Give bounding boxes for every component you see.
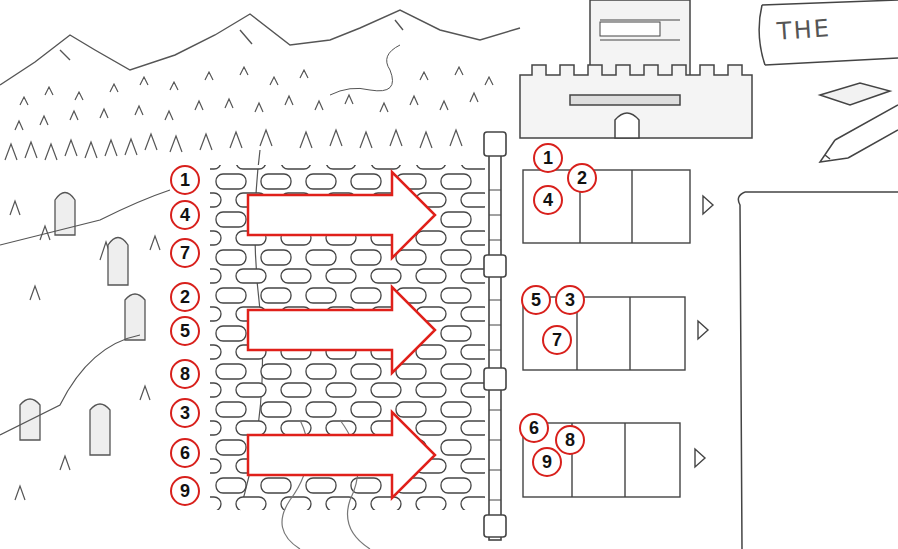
callout-number: 8 [565, 431, 575, 449]
number-circle: 7 [170, 238, 200, 268]
banner-title: THE [776, 14, 832, 46]
pencil [820, 83, 898, 162]
callout-number: 4 [543, 191, 553, 209]
number-circle: 4 [533, 185, 563, 215]
stone-path [210, 165, 485, 510]
callout-number: 2 [577, 169, 587, 187]
callout-number: 2 [180, 288, 190, 306]
callout-number: 3 [565, 291, 575, 309]
number-circle: 7 [542, 325, 572, 355]
number-circle: 8 [555, 425, 585, 455]
number-circle: 8 [170, 359, 200, 389]
number-circle: 2 [170, 282, 200, 312]
callout-number: 3 [180, 404, 190, 422]
mountains [0, 10, 520, 95]
path-arrows [248, 172, 435, 498]
callout-number: 5 [180, 322, 190, 340]
answer-grid [523, 170, 713, 497]
castle-wall [484, 132, 506, 540]
banner-text: THE [776, 14, 832, 46]
scroll-paper [738, 192, 898, 549]
number-circle: 2 [567, 163, 597, 193]
callout-number: 9 [180, 482, 190, 500]
number-circle: 1 [533, 143, 563, 173]
number-circle: 5 [170, 316, 200, 346]
callout-number: 1 [180, 171, 190, 189]
number-circle: 3 [170, 398, 200, 428]
callout-number: 9 [542, 453, 552, 471]
number-circle: 6 [170, 438, 200, 468]
banner-flag [759, 0, 898, 65]
castle [520, 0, 752, 138]
callout-number: 1 [543, 149, 553, 167]
number-circle: 4 [170, 200, 200, 230]
callout-number: 6 [529, 419, 539, 437]
number-circle: 1 [170, 165, 200, 195]
number-circle: 6 [519, 413, 549, 443]
number-circle: 5 [521, 285, 551, 315]
callout-number: 5 [531, 291, 541, 309]
callout-number: 4 [180, 206, 190, 224]
callout-number: 7 [180, 244, 190, 262]
callout-number: 6 [180, 444, 190, 462]
number-circle: 3 [555, 285, 585, 315]
callout-number: 8 [180, 365, 190, 383]
callout-number: 7 [552, 331, 562, 349]
number-circle: 9 [170, 476, 200, 506]
number-circle: 9 [532, 447, 562, 477]
